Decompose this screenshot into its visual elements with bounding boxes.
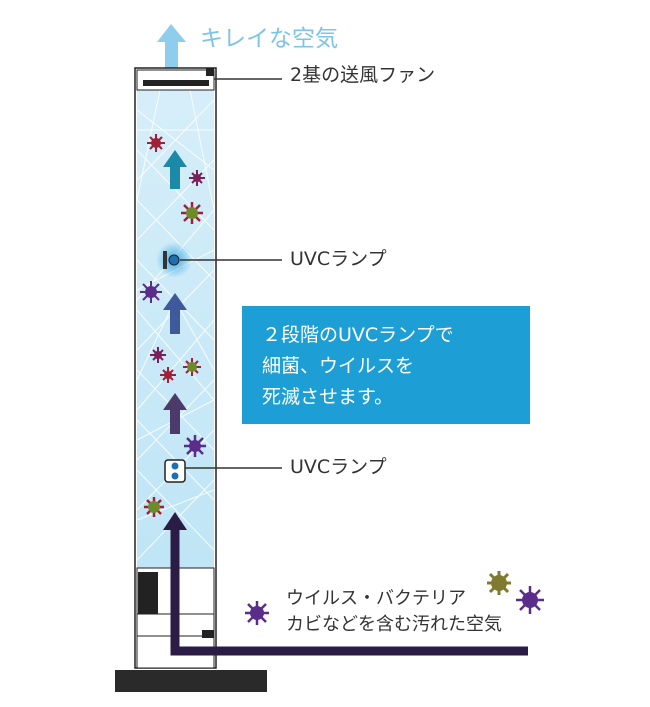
dirty-air-path: [163, 512, 528, 656]
virus-icon: [184, 435, 206, 457]
airflow-arrow-purple: [163, 393, 187, 434]
virus-icon: [144, 497, 164, 517]
clean-air-label: キレイな空気: [200, 26, 338, 52]
virus-icon: [140, 281, 162, 303]
virus-icon: [147, 134, 165, 152]
uvc-lamp-label-lower: UVCランプ: [290, 456, 387, 478]
virus-icon: [516, 586, 544, 614]
uvc-lamp-label-upper: UVCランプ: [290, 248, 387, 270]
fan-label: 2基の送風ファン: [290, 64, 436, 86]
dirty-air-label: ウイルス・バクテリア カビなどを含む汚れた空気: [286, 586, 502, 638]
virus-icon: [183, 358, 201, 376]
airflow-arrow-teal: [163, 150, 187, 189]
virus-icon: [181, 202, 203, 224]
info-line-1: ２段階のUVCランプで: [262, 324, 454, 346]
uvc-lamp-lower: [164, 459, 186, 483]
info-line-3: 死滅させます。: [262, 386, 394, 408]
virus-icon: [245, 601, 269, 625]
uvc-lamp-upper: [156, 242, 192, 278]
dirty-air-line-2: カビなどを含む汚れた空気: [286, 614, 502, 635]
mold-icon: [487, 571, 511, 595]
dirty-air-line-1: ウイルス・バクテリア: [286, 588, 466, 609]
virus-icon: [160, 367, 176, 383]
virus-icon: [150, 347, 166, 363]
info-box: ２段階のUVCランプで 細菌、ウイルスを 死滅させます。: [242, 306, 530, 424]
virus-icon: [189, 170, 205, 186]
info-line-2: 細菌、ウイルスを: [262, 355, 415, 377]
airflow-arrow-blue: [163, 293, 187, 334]
